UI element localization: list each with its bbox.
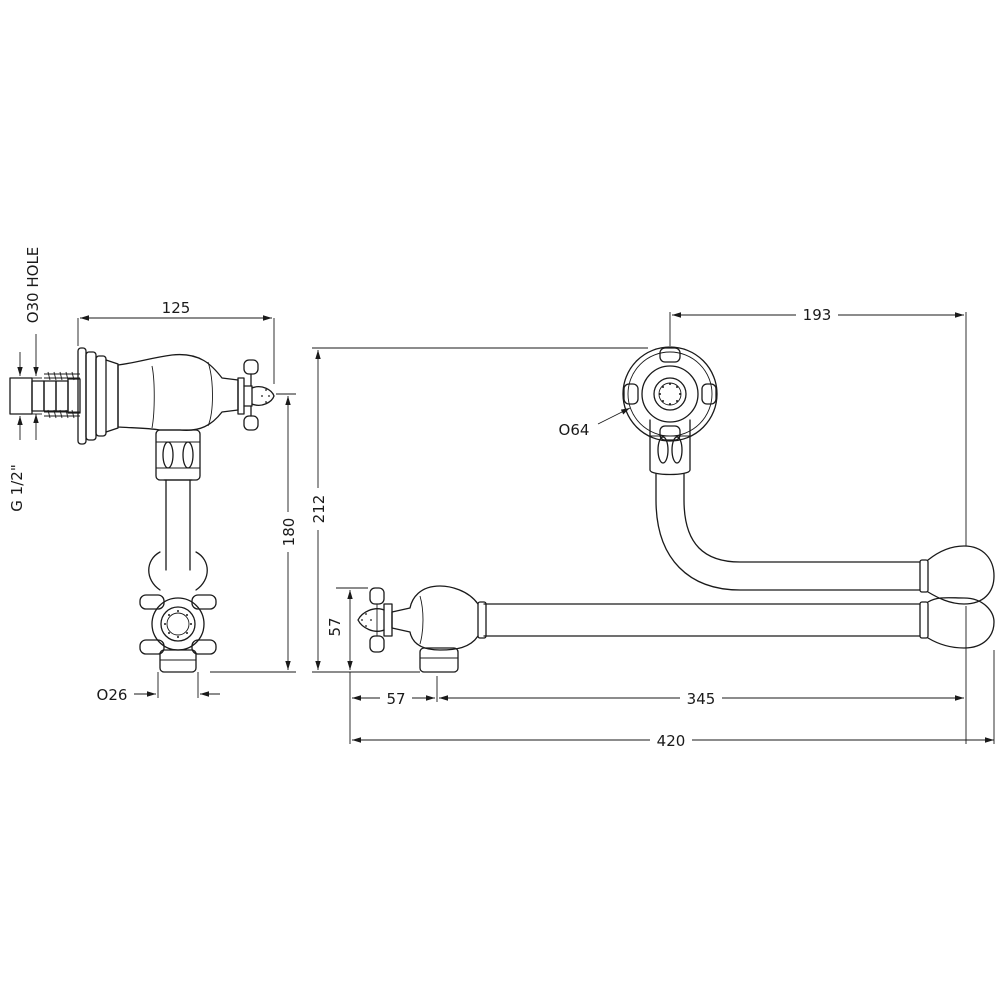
side-view: 125 180 O30 HOLE G 1/2"	[8, 247, 298, 704]
dim-193-label: 193	[803, 306, 832, 324]
dim-212-label: 212	[310, 495, 328, 524]
dim-57v-label: 57	[326, 617, 344, 636]
side-outlet-dots	[164, 610, 192, 638]
side-lower-valve	[139, 551, 217, 673]
front-collar	[649, 419, 691, 476]
dim-125-label: 125	[162, 299, 191, 317]
lower-spout	[477, 597, 995, 649]
dim-o26: O26	[97, 672, 220, 704]
dim-345-label: 345	[687, 690, 716, 708]
valve-body	[117, 353, 275, 431]
flange-label: O64	[559, 421, 590, 439]
dim-125: 125	[77, 298, 275, 384]
dim-57-vertical: 57	[326, 587, 368, 670]
dim-57-345: 57 345	[349, 606, 967, 744]
dim-180: 180	[210, 393, 298, 673]
dim-180-label: 180	[280, 518, 298, 547]
wall-flange	[77, 347, 119, 445]
front-outlet-dots	[659, 383, 681, 405]
front-view: 193 212 57 O64 57	[308, 306, 995, 750]
side-tube	[163, 479, 193, 571]
spout-valve	[357, 585, 479, 673]
thread-label: G 1/2"	[8, 464, 26, 511]
upper-arm	[655, 473, 995, 605]
dim-212: 212	[308, 347, 648, 673]
outlet-label: O26	[97, 686, 128, 704]
dim-o64: O64	[559, 407, 631, 439]
hole-label: O30 HOLE	[24, 247, 42, 324]
side-collar	[155, 429, 201, 481]
dim-o30-hole: O30 HOLE	[24, 247, 42, 440]
dim-420: 420	[352, 650, 995, 750]
wall-connector	[9, 371, 81, 419]
front-flange	[622, 346, 718, 442]
dim-57h-label: 57	[386, 690, 405, 708]
dim-420-label: 420	[657, 732, 686, 750]
dim-193: 193	[669, 306, 967, 546]
dim-g-half: G 1/2"	[8, 352, 26, 512]
